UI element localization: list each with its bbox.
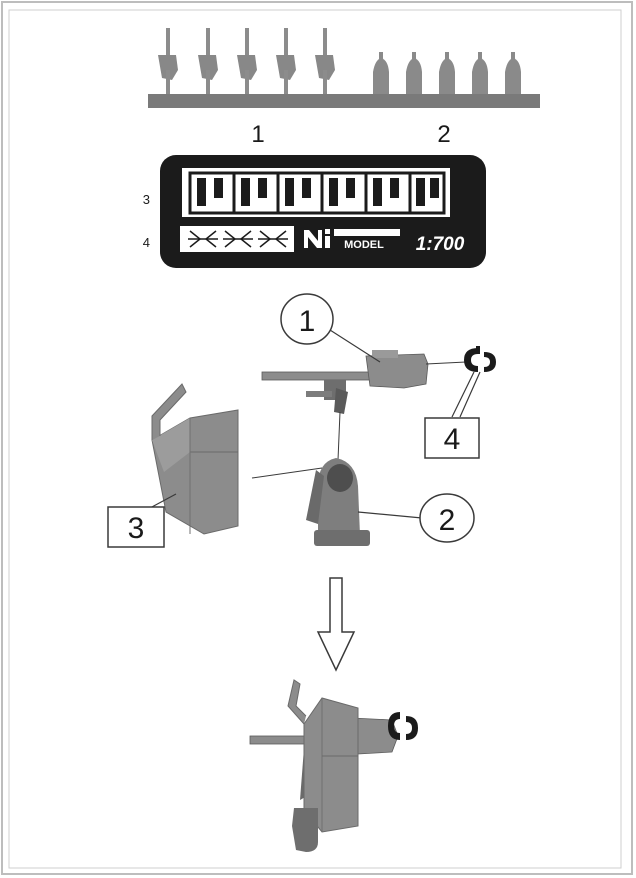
sprue-label-2: 2 <box>437 121 450 148</box>
assembled-pedestal <box>292 808 318 852</box>
etch-row-label-3: 3 <box>143 192 150 207</box>
etch-row-label-4: 4 <box>143 235 150 250</box>
etch-scale-text: 1:700 <box>416 234 465 255</box>
callout-1-text: 1 <box>299 305 316 338</box>
assembled-barrel <box>250 736 306 744</box>
callout-4-text: 4 <box>444 423 461 456</box>
etch-fret-group: MODEL 1:700 3 4 <box>143 155 486 268</box>
logo-model-text: MODEL <box>344 239 384 251</box>
sprue-bar <box>148 94 540 108</box>
callout-2-text: 2 <box>439 504 456 537</box>
callout-3-text: 3 <box>128 512 145 545</box>
sprue-label-1: 1 <box>251 121 264 148</box>
